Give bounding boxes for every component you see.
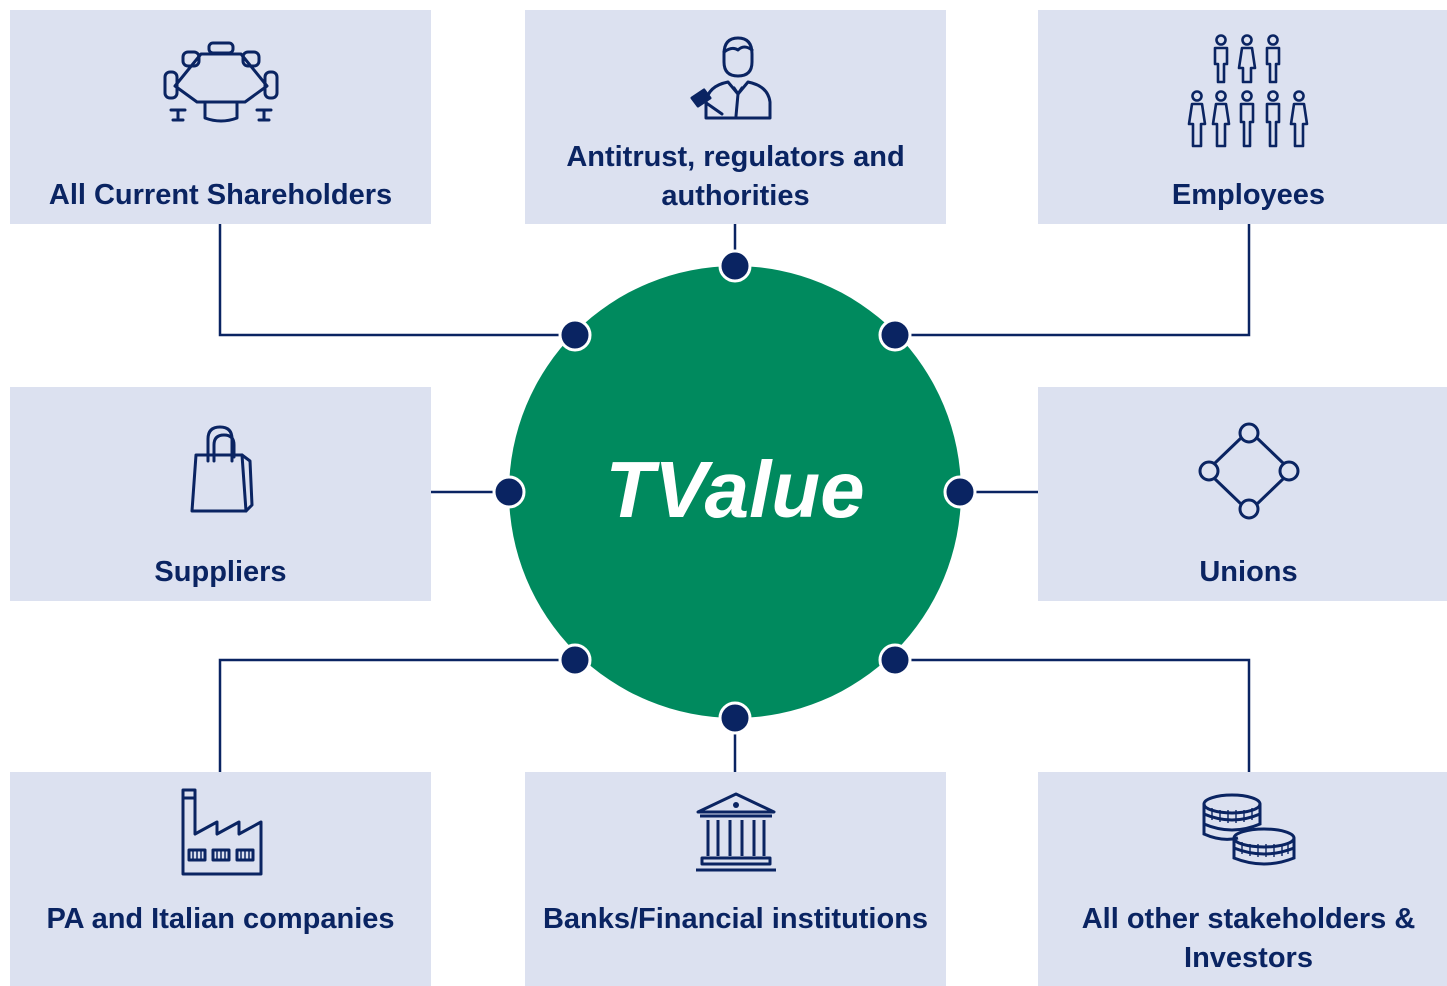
stakeholder-box-banks: Banks/Financial institutions <box>525 772 946 986</box>
stakeholder-box-pa: PA and Italian companies <box>10 772 431 986</box>
dot-bottom <box>718 701 752 735</box>
stakeholder-label-others: All other stakeholders & Investors <box>1081 903 1416 974</box>
connector-pa <box>218 658 575 772</box>
stakeholder-label-unions: Unions <box>1199 556 1298 588</box>
stakeholder-box-suppliers: Suppliers <box>10 387 431 601</box>
stakeholder-label-pa: PA and Italian companies <box>46 903 395 935</box>
connector-employees <box>895 224 1251 337</box>
dot-left <box>492 475 526 509</box>
stakeholder-label-antitrust: Antitrust, regulators and authorities <box>566 141 905 212</box>
center-circle <box>509 266 961 718</box>
coins-stack-icon <box>1198 790 1300 879</box>
bank-building-icon <box>694 792 778 877</box>
dot-top <box>718 249 752 283</box>
dot-top-left <box>558 318 592 352</box>
stakeholder-box-shareholders: All Current Shareholders <box>10 10 431 224</box>
connector-shareholders <box>218 224 575 337</box>
dot-bottom-right <box>878 643 912 677</box>
dot-top-right <box>878 318 912 352</box>
stakeholder-label-suppliers: Suppliers <box>154 556 287 588</box>
shopping-bag-icon <box>186 425 256 526</box>
stakeholder-box-antitrust: Antitrust, regulators and authorities <box>525 10 946 224</box>
dot-right <box>943 475 977 509</box>
dot-bottom-left <box>558 643 592 677</box>
factory-icon <box>175 788 267 885</box>
judge-gavel-icon <box>688 32 784 129</box>
stakeholder-box-unions: Unions <box>1038 387 1447 601</box>
stakeholder-box-employees: Employees <box>1038 10 1447 224</box>
stakeholder-box-others: All other stakeholders & Investors <box>1038 772 1447 986</box>
stakeholder-label-banks: Banks/Financial institutions <box>542 903 929 935</box>
boardroom-table-icon <box>161 40 281 135</box>
connector-others <box>895 658 1251 772</box>
stakeholder-label-employees: Employees <box>1171 179 1326 211</box>
stakeholder-label-shareholders: All Current Shareholders <box>48 179 393 211</box>
network-circle-icon <box>1197 421 1301 526</box>
people-group-icon <box>1187 34 1311 157</box>
center-title: TValue <box>605 445 865 534</box>
